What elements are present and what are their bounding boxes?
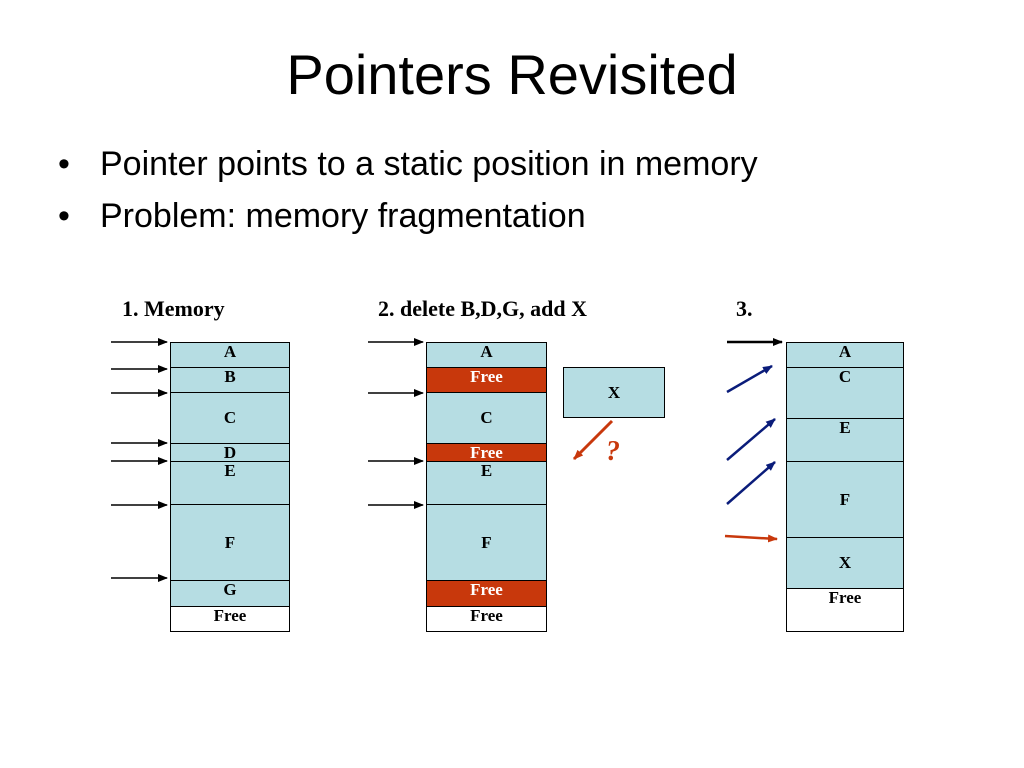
memory-block-free: Free	[786, 588, 904, 632]
memory-block-c: C	[786, 367, 904, 419]
freed-block-d: Free	[426, 443, 547, 462]
placement-attempt-arrow	[572, 419, 614, 461]
question-mark: ?	[606, 436, 620, 467]
new-block-x: X	[563, 367, 665, 418]
memory-block-f: F	[786, 461, 904, 538]
freed-block-g: Free	[426, 580, 547, 607]
freed-block-b: Free	[426, 367, 547, 393]
memory-block-c: C	[170, 392, 290, 444]
bullet-fragmentation: Problem: memory fragmentation	[58, 190, 758, 242]
slide-title: Pointers Revisited	[286, 43, 738, 106]
memory-block-a: A	[786, 342, 904, 368]
memory-block-b: B	[170, 367, 290, 393]
memory-block-free: Free	[170, 606, 290, 632]
bullet-list: Pointer points to a static position in m…	[58, 138, 758, 242]
new-pointer-x	[724, 534, 778, 543]
updated-pointer-c	[726, 364, 773, 394]
memory-block-x: X	[786, 537, 904, 589]
memory-block-e: E	[170, 461, 290, 505]
memory-block-free: Free	[426, 606, 547, 632]
memory-block-c: C	[426, 392, 547, 444]
memory-block-e: E	[426, 461, 547, 505]
updated-pointer-f	[726, 461, 776, 505]
memory-block-f: F	[426, 504, 547, 581]
bullet-static-position: Pointer points to a static position in m…	[58, 138, 758, 190]
delete-add-column-label: 2. delete B,D,G, add X	[378, 296, 587, 321]
memory-block-f: F	[170, 504, 290, 581]
memory-column-label: 1. Memory	[122, 296, 225, 321]
memory-block-e: E	[786, 418, 904, 462]
compacted-column-label: 3.	[736, 296, 753, 321]
updated-pointer-e	[726, 418, 776, 461]
